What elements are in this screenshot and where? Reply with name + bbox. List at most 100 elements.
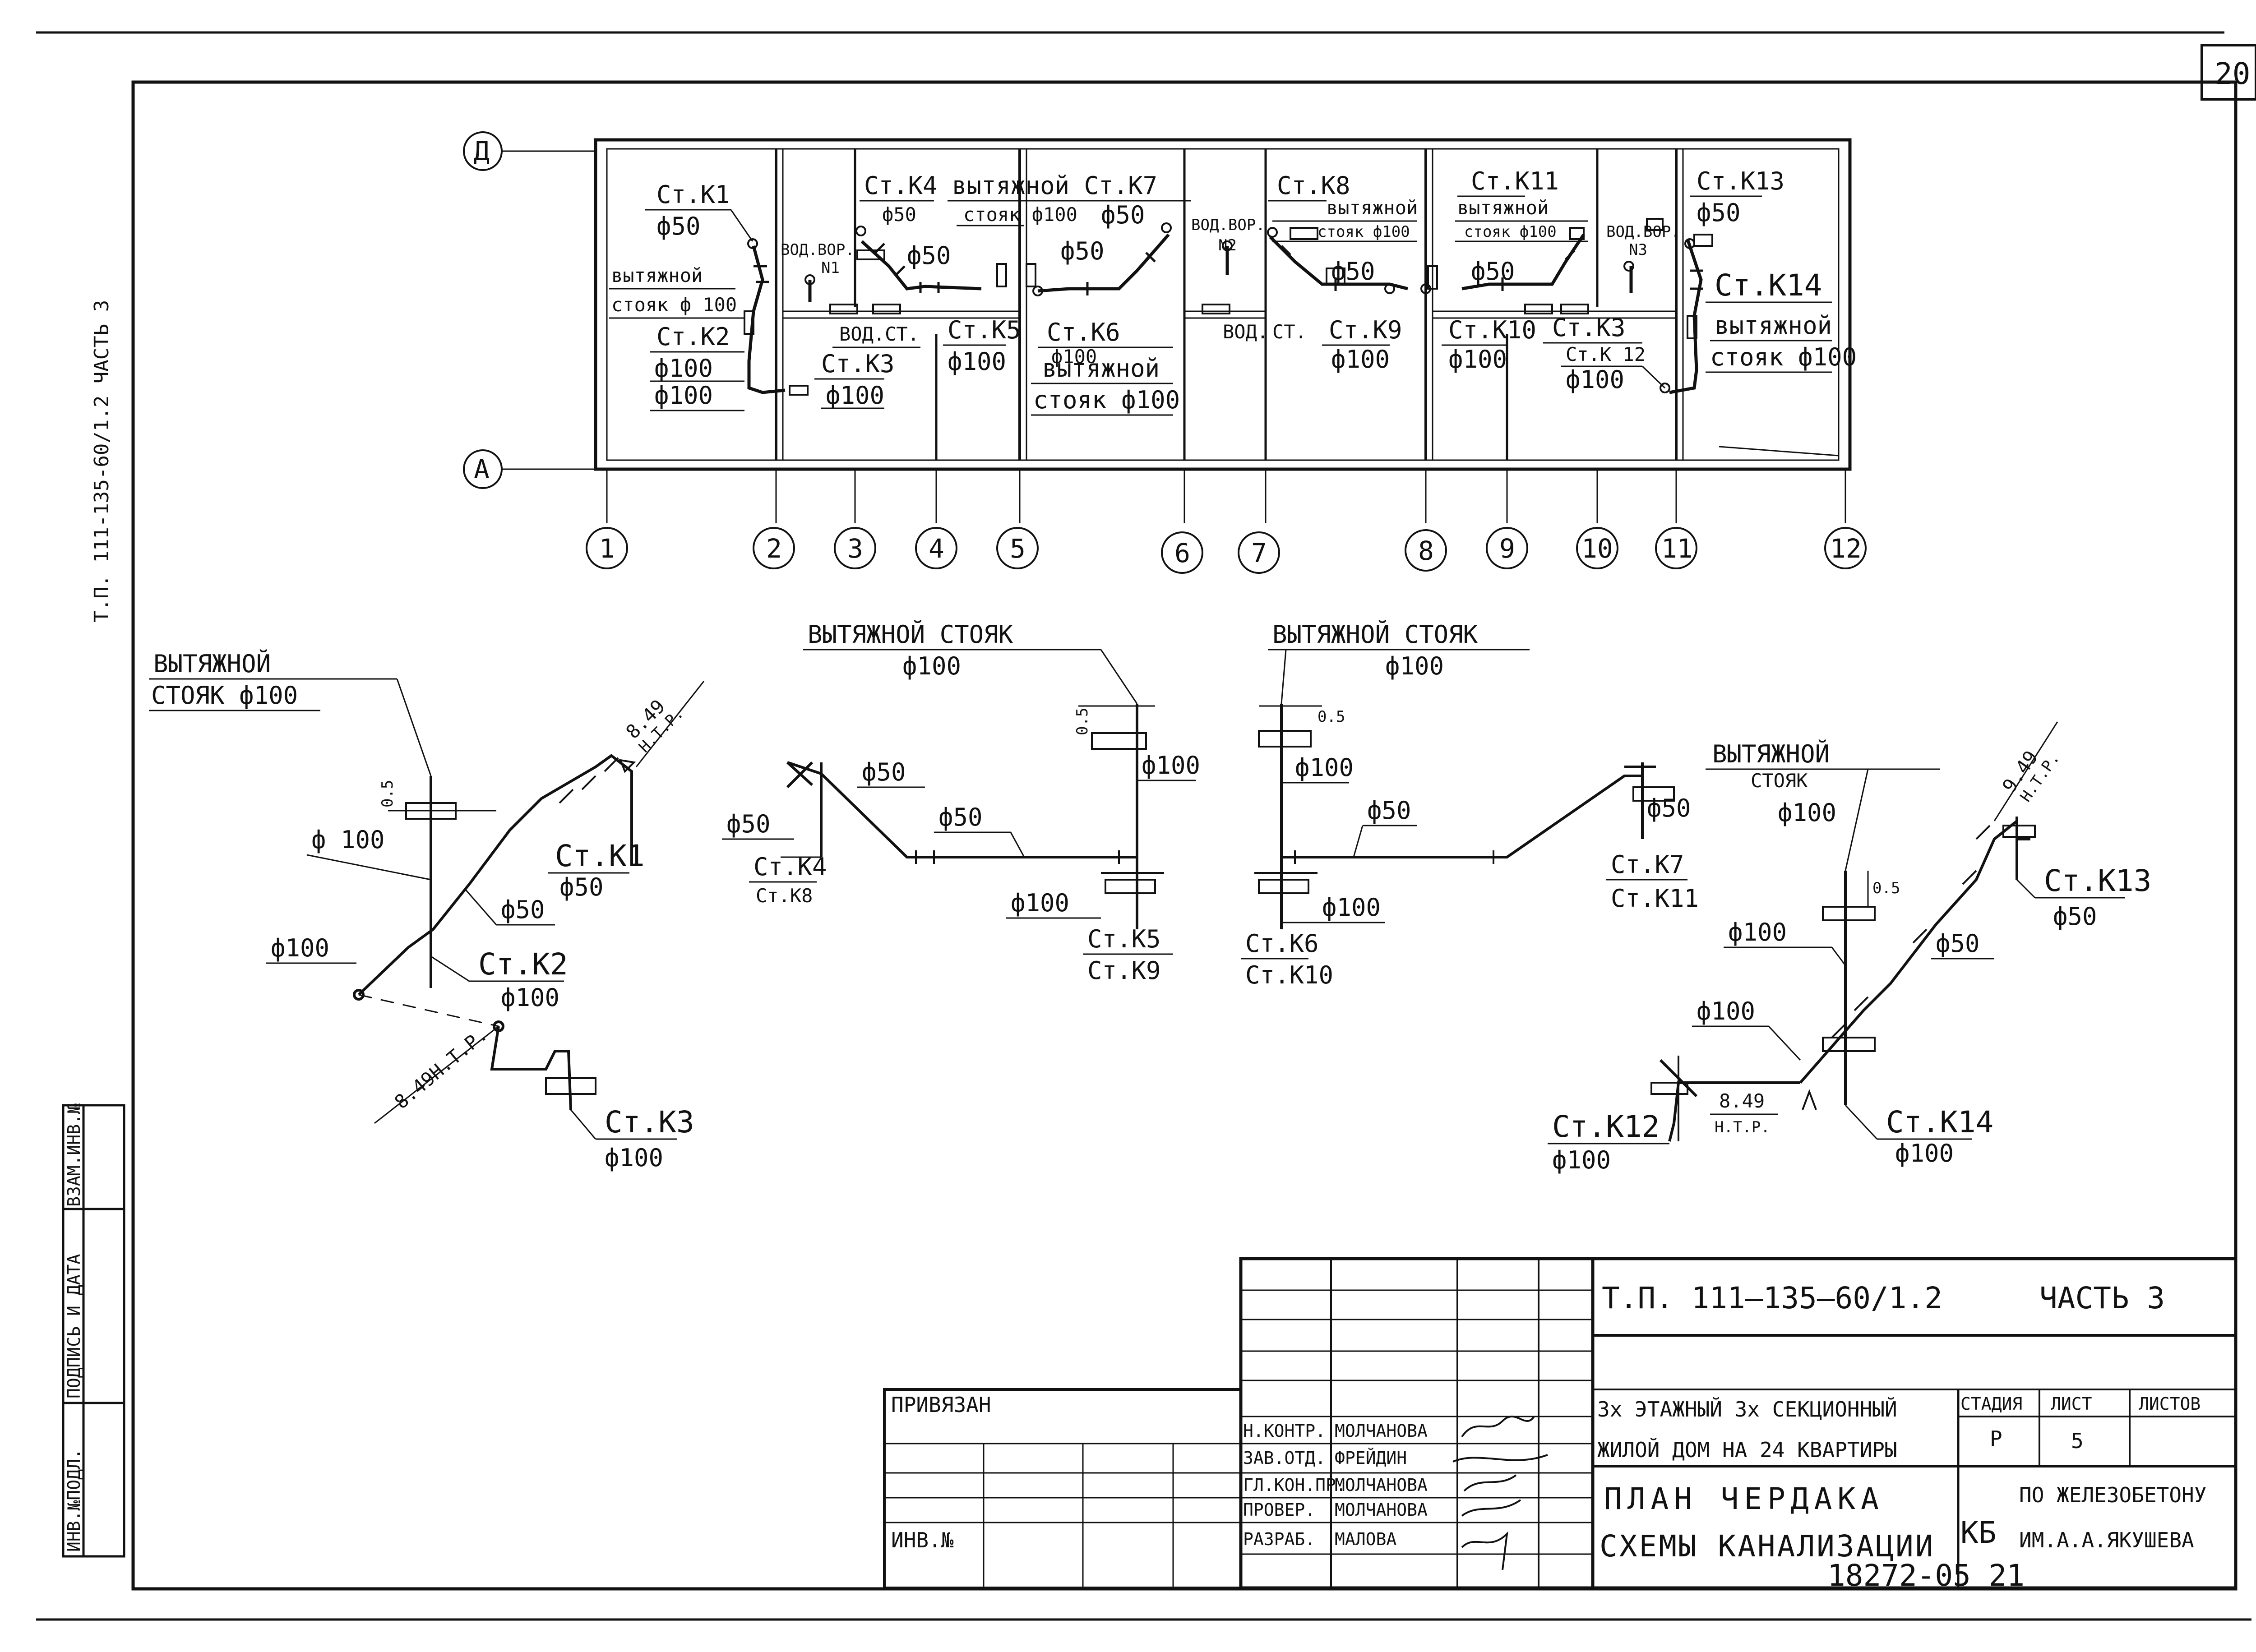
s2-d100b: ф100 (1011, 889, 1069, 917)
s4-elev2: 8.49 (1719, 1090, 1765, 1112)
plan-vod2: ВОД. (1223, 321, 1268, 343)
stamp-inv-podl: ИНВ.№ПОДЛ. (64, 1449, 84, 1552)
plan-vod2b: СТ. (1272, 321, 1307, 343)
s2-k8: Ст.К8 (756, 885, 813, 907)
s2-k5: Ст.К5 (1087, 925, 1161, 953)
plan-vent5b: стояк ф100 (1464, 223, 1557, 241)
s3-d100b: ф100 (1322, 893, 1381, 922)
s2-k4: Ст.К4 (754, 853, 827, 881)
plan-k6-d: ф100 (1051, 346, 1097, 368)
s1-dim: 0.5 (379, 780, 397, 808)
plan-vent4a: вытяжной (1327, 197, 1418, 219)
axis-11: 11 (1661, 533, 1693, 564)
tb-org-1: ПО ЖЕЛЕЗОБЕТОНУ (2019, 1483, 2206, 1507)
archive-number: 18272-05 21 (1827, 1558, 2025, 1593)
plan-k14: Ст.К14 (1715, 268, 1822, 303)
s1-k2-d: ф100 (501, 983, 559, 1012)
plan-k6: Ст.К6 (1047, 318, 1120, 346)
tb-part: ЧАСТЬ 3 (2039, 1281, 2165, 1315)
plan-vent4b: стояк ф100 (1318, 223, 1410, 241)
tb-name-4: МОЛЧАНОВА (1335, 1500, 1428, 1520)
plan-vent5a: вытяжной (1457, 197, 1549, 219)
s4-k13-d: ф50 (2053, 902, 2097, 931)
axis-1: 1 (599, 533, 615, 564)
plan-k4-d: ф50 (882, 203, 916, 226)
s1-elev2: 8.49Н.Т.Р. (390, 1023, 492, 1113)
tb-privyazan: ПРИВЯЗАН (891, 1393, 991, 1417)
tb-name-2: ФРЕЙДИН (1335, 1448, 1407, 1468)
tb-code: Т.П. 111—135—60/1.2 (1602, 1281, 1942, 1315)
plan-k2: Ст.К2 (656, 323, 730, 351)
plan-k1: Ст.К1 (656, 180, 730, 209)
tb-name-1: МОЛЧАНОВА (1335, 1421, 1428, 1441)
s3-k10: Ст.К10 (1245, 961, 1333, 989)
tb-inv: ИНВ.№ (891, 1528, 954, 1552)
s3-d100a: ф100 (1295, 753, 1354, 782)
plan-k11-d: ф50 (1471, 257, 1515, 286)
plan-k2-d1: ф100 (654, 354, 713, 383)
s2-d50b: ф50 (726, 810, 771, 838)
plan-vb1n: N1 (821, 259, 840, 277)
s1-k1-d: ф50 (559, 873, 604, 901)
plan-k10: Ст.К10 (1448, 316, 1536, 344)
plan-k12-d: ф100 (1566, 365, 1624, 394)
signatures (1452, 1416, 1548, 1570)
left-stamp: ИНВ.№ПОДЛ. ПОДПИСЬ И ДАТА ВЗАМ.ИНВ.№ (62, 1103, 125, 1558)
plan-k9-d: ф100 (1331, 345, 1390, 374)
sewer-scheme-4: ВЫТЯЖНОЙ СТОЯК ф100 0.5 9.49 Н.Т.Р. ф100… (1548, 721, 2151, 1174)
axis-8: 8 (1418, 535, 1434, 566)
stamp-vzam: ВЗАМ.ИНВ.№ (64, 1103, 84, 1207)
plan-k1-d: ф50 (656, 212, 701, 240)
plan-k7-d: ф50 (1101, 201, 1145, 229)
tb-role-5: РАЗРАБ. (1243, 1529, 1315, 1549)
tb-org-2: ИМ.А.А.ЯКУШЕВА (2019, 1528, 2194, 1552)
s1-k2: Ст.К2 (478, 947, 568, 982)
tb-stage: Р (1990, 1426, 2002, 1451)
axis-label-d: Д (474, 136, 490, 166)
tb-project-1: 3х ЭТАЖНЫЙ 3х СЕКЦИОННЫЙ (1597, 1397, 1897, 1421)
plan-k3b: Ст.К3 (1552, 314, 1626, 342)
s2-d50a: ф50 (862, 758, 906, 786)
s1-vent-a: ВЫТЯЖНОЙ (153, 650, 271, 678)
s2-d50c: ф50 (938, 803, 983, 831)
plan-k10-d: ф100 (1448, 345, 1507, 374)
axis-12: 12 (1830, 533, 1862, 564)
s4-dim: 0.5 (1872, 879, 1900, 897)
plan-ticks (754, 243, 1703, 295)
s4-d100b: ф100 (1697, 997, 1755, 1025)
tb-org-logo: КБ (1960, 1515, 1996, 1550)
plan-k4-d2: ф50 (907, 241, 951, 270)
tb-sheet: 5 (2071, 1429, 2084, 1453)
plan-k13-d: ф50 (1697, 198, 1741, 227)
axis-label-a: А (474, 454, 490, 485)
s2-k9: Ст.К9 (1087, 956, 1161, 985)
s4-d100a: ф100 (1728, 918, 1787, 946)
s3-d50b: ф50 (1647, 794, 1691, 822)
plan-k3-d: ф100 (826, 381, 884, 410)
side-code: Т.П. 111-135-60/1.2 ЧАСТЬ 3 (90, 300, 113, 623)
sewer-scheme-3: ВЫТЯЖНОЙ СТОЯК ф100 0.5 ф100 ф50 ф50 ф10… (1241, 620, 1699, 989)
sewer-scheme-2: ВЫТЯЖНОЙ СТОЯК ф100 0.5 ф50 ф50 ф50 Ст.К… (722, 620, 1200, 985)
s4-vent-d: ф100 (1778, 798, 1836, 827)
plan-k3: Ст.К3 (821, 350, 895, 378)
title-block: Т.П. 111—135—60/1.2 ЧАСТЬ 3 ПРИВЯЗАН ИНВ… (883, 1257, 2238, 1590)
plan-k13: Ст.К13 (1697, 167, 1784, 195)
s4-vent-b: СТОЯК (1751, 770, 1808, 792)
tb-project-2: ЖИЛОЙ ДОМ НА 24 КВАРТИРЫ (1597, 1438, 1897, 1462)
attic-plan: Д А 1 2 3 4 5 6 7 8 9 10 11 (463, 131, 1867, 574)
axis-5: 5 (1010, 533, 1026, 564)
sewer-scheme-1: ВЫТЯЖНОЙ СТОЯК ф100 0.5 8.49 Н.Т.Р. ф 10… (149, 650, 705, 1172)
plan-k9: Ст.К9 (1329, 316, 1402, 344)
tb-role-4: ПРОВЕР. (1243, 1500, 1315, 1520)
plan-k5: Ст.К5 (948, 316, 1021, 344)
s1-d50: ф50 (501, 895, 545, 924)
plan-vent1b: стояк ф 100 (611, 294, 737, 316)
s4-vent-a: ВЫТЯЖНОЙ (1712, 740, 1830, 768)
stamp-podpis: ПОДПИСЬ И ДАТА (64, 1254, 84, 1398)
axis-4: 4 (929, 533, 944, 564)
plan-vent3a: вытяжной (1042, 354, 1160, 383)
plan-vod1: ВОД.СТ. (839, 323, 919, 345)
s2-d100a: ф100 (1142, 751, 1200, 780)
plan-vent6b: стояк ф100 (1710, 343, 1857, 371)
